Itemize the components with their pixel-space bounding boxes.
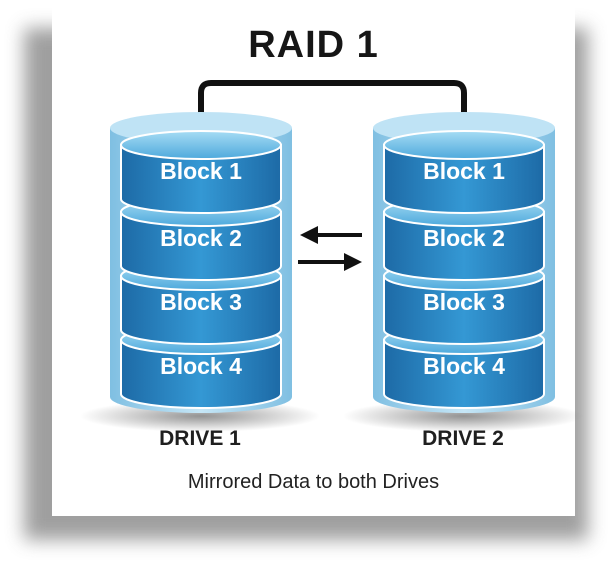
mirror-arrows-icon bbox=[298, 226, 362, 271]
block-disk: Block 1 bbox=[383, 130, 545, 214]
drive-1-label: DRIVE 1 bbox=[159, 427, 241, 450]
block-label: Block 3 bbox=[160, 289, 242, 315]
diagram-title: RAID 1 bbox=[248, 24, 379, 66]
block-label: Block 2 bbox=[423, 225, 505, 251]
drive-2-cylinder: Block 4 Block 3 Block 2 Block 1 bbox=[373, 112, 555, 413]
drive-1-cylinder: Block 4 Block 3 Block 2 Block 1 bbox=[110, 112, 292, 413]
block-label: Block 1 bbox=[423, 158, 505, 184]
block-label: Block 4 bbox=[423, 353, 505, 379]
block-disk: Block 3 bbox=[120, 261, 282, 345]
diagram-caption: Mirrored Data to both Drives bbox=[187, 471, 440, 493]
block-label: Block 3 bbox=[423, 289, 505, 315]
mirror-connector-line bbox=[198, 80, 467, 131]
drive-2-label: DRIVE 2 bbox=[422, 427, 504, 450]
block-label: Block 4 bbox=[160, 353, 242, 379]
block-disk: Block 1 bbox=[120, 130, 282, 214]
block-label: Block 1 bbox=[160, 158, 242, 184]
block-label: Block 2 bbox=[160, 225, 242, 251]
